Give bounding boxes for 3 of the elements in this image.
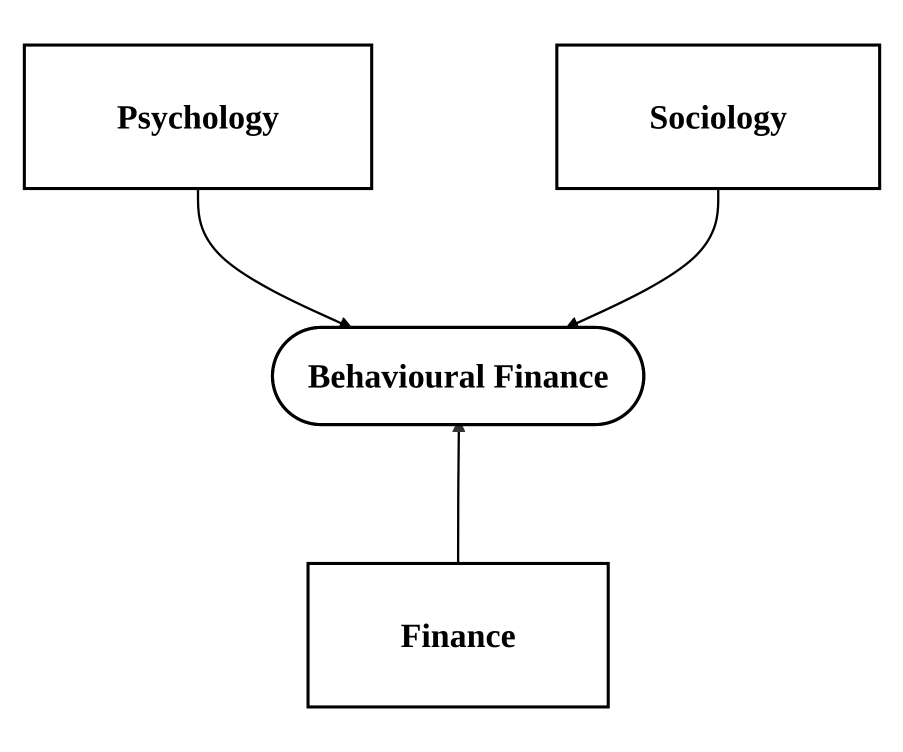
- node-box: Sociology: [554, 44, 881, 190]
- node-box: Psychology: [22, 44, 373, 190]
- node-box: Finance: [306, 562, 610, 708]
